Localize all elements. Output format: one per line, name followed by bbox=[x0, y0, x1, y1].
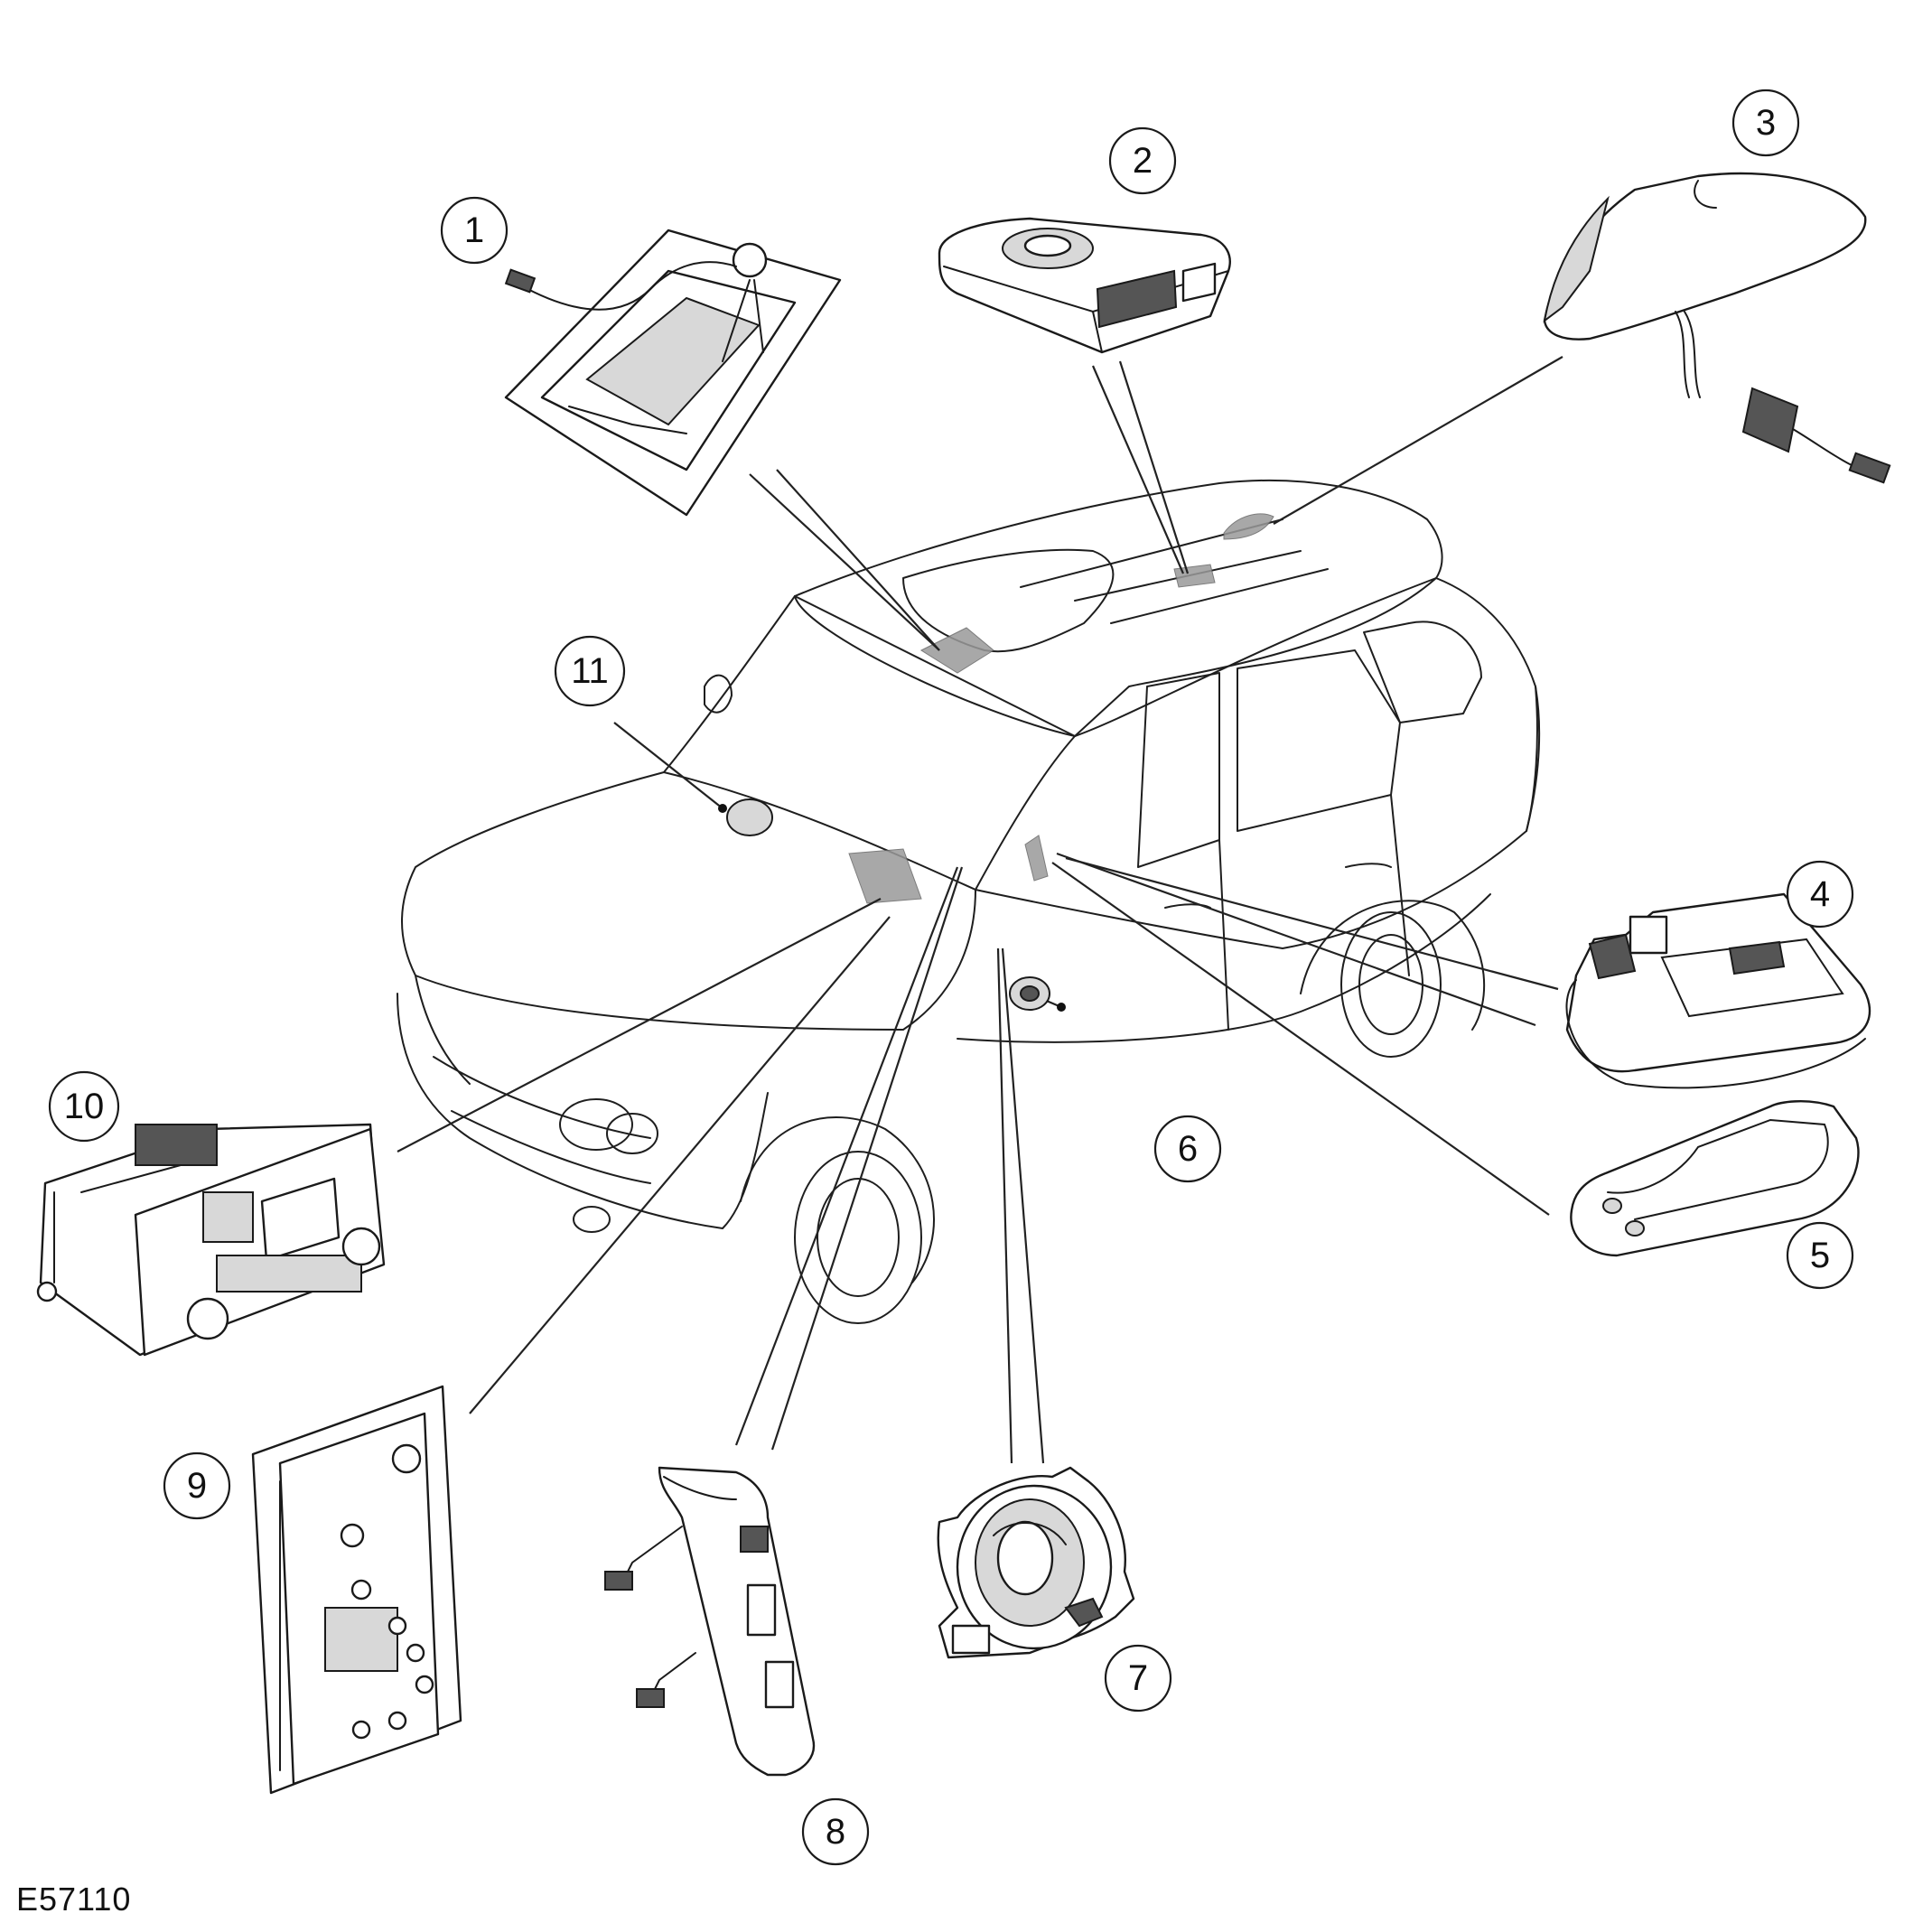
vehicle-outline bbox=[397, 479, 1541, 1324]
callout-5: 5 bbox=[1786, 1221, 1854, 1290]
callouts: 1 2 3 4 5 6 7 8 bbox=[48, 89, 1854, 1866]
callout-3: 3 bbox=[1731, 89, 1800, 157]
figure-reference-code: E57110 bbox=[16, 1881, 132, 1918]
callout-7-label: 7 bbox=[1128, 1658, 1148, 1698]
callout-5-label: 5 bbox=[1810, 1236, 1830, 1275]
callout-1-label: 1 bbox=[464, 210, 484, 250]
callout-7: 7 bbox=[1104, 1644, 1172, 1713]
leader-lines bbox=[397, 356, 1563, 1464]
callout-9-label: 9 bbox=[187, 1466, 207, 1506]
component-6-speaker bbox=[1009, 976, 1050, 1011]
component-5-phone-cradle bbox=[1570, 1100, 1860, 1257]
ghost-radio-head-unit bbox=[848, 848, 922, 904]
component-9-amplifier-module bbox=[251, 1385, 462, 1795]
component-3-roof-antenna bbox=[1543, 172, 1891, 484]
component-10-audio-head-unit bbox=[36, 1123, 386, 1357]
ghost-overhead-console bbox=[919, 627, 994, 674]
callout-8: 8 bbox=[801, 1797, 870, 1866]
ghost-phone-cradle bbox=[1024, 835, 1049, 882]
callout-2-label: 2 bbox=[1133, 141, 1153, 181]
component-7-clockspring bbox=[937, 1466, 1135, 1659]
callout-8-label: 8 bbox=[826, 1812, 845, 1852]
callout-6-label: 6 bbox=[1178, 1129, 1198, 1169]
callout-3-label: 3 bbox=[1756, 103, 1776, 143]
callout-9: 9 bbox=[163, 1451, 231, 1520]
component-2-roof-module bbox=[938, 217, 1231, 354]
ghost-roof-module bbox=[1173, 564, 1216, 588]
callout-6: 6 bbox=[1153, 1115, 1222, 1183]
callout-11: 11 bbox=[554, 635, 626, 707]
callout-4: 4 bbox=[1786, 860, 1854, 929]
callout-1: 1 bbox=[440, 196, 509, 265]
component-8-steering-switch bbox=[604, 1466, 816, 1777]
component-1-overhead-console bbox=[504, 229, 842, 517]
component-11-speaker bbox=[726, 798, 773, 836]
component-4-phone-cradle-base bbox=[1565, 892, 1871, 1089]
callout-11-label: 11 bbox=[571, 651, 609, 691]
callout-10-label: 10 bbox=[64, 1087, 105, 1126]
callout-10: 10 bbox=[48, 1070, 120, 1143]
callout-2: 2 bbox=[1108, 126, 1177, 195]
ghost-roof-antenna bbox=[1223, 513, 1274, 540]
callout-4-label: 4 bbox=[1810, 874, 1830, 914]
